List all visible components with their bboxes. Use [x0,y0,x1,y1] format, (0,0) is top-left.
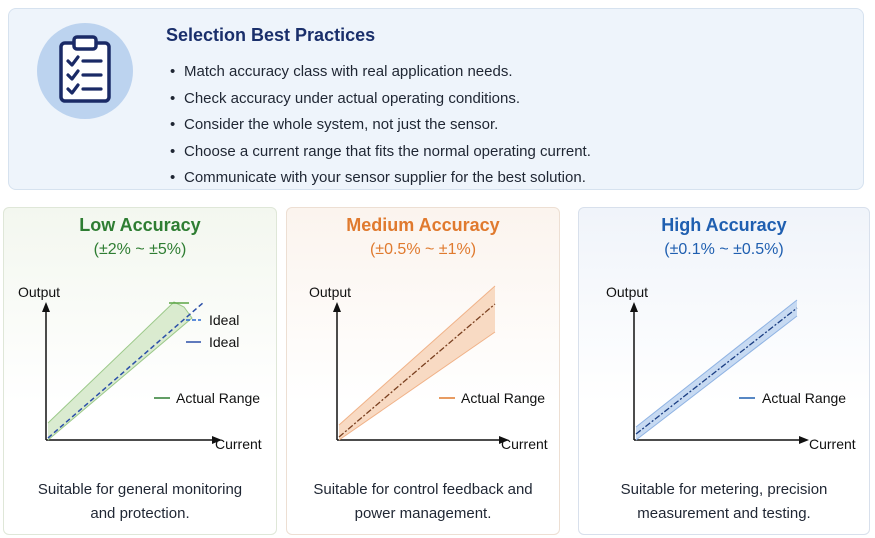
ideal-line [338,303,496,438]
x-axis-arrow [499,436,509,444]
card-description: Suitable for metering, precision measure… [589,478,859,526]
band-edge [635,299,798,428]
card-description-line: and protection. [90,505,190,522]
actual-range-band [339,286,495,440]
best-practices-panel: Selection Best Practices Match accuracy … [8,8,864,190]
card-range: (±2% ~ ±5%) [93,241,187,258]
legend-label: Actual Range [176,390,260,406]
y-axis-arrow [42,302,50,312]
band-edge [338,331,496,441]
high-accuracy-diagram: Output Current Actual Range [606,284,856,452]
card-description-line: power management. [354,505,492,522]
band-edge [338,285,496,426]
medium-accuracy-diagram: Output Current Actual Range [309,284,548,452]
card-title: Medium Accuracy [346,215,500,235]
card-title: High Accuracy [661,215,787,235]
y-axis-arrow [333,302,341,312]
card-description-line: Suitable for general monitoring [37,481,243,498]
legend-label: Ideal [209,334,239,350]
x-axis-arrow [799,436,809,444]
card-range: (±0.1% ~ ±0.5%) [664,241,784,258]
legend-label: Ideal [209,312,239,328]
actual-range-band [48,302,192,440]
ideal-line [47,301,205,439]
x-axis-arrow [212,436,222,444]
card-description-line: Suitable for control feedback and [313,481,533,498]
clipboard-checklist-icon [37,23,133,119]
x-axis-label: Current [809,436,856,452]
y-axis-label: Output [18,284,60,300]
low-accuracy-card: Low Accuracy (±2% ~ ±5%) Output Current … [3,207,277,535]
practice-item: Choose a current range that fits the nor… [170,139,591,166]
y-axis-arrow [630,302,638,312]
y-axis-label: Output [309,284,351,300]
high-accuracy-card: High Accuracy (±0.1% ~ ±0.5%) Output Cur… [578,207,870,535]
band-edge [635,315,798,441]
y-axis-label: Output [606,284,648,300]
card-description-line: Suitable for metering, precision [620,481,828,498]
practice-item: Check accuracy under actual operating co… [170,86,591,113]
card-description: Suitable for control feedback and power … [297,478,549,526]
medium-accuracy-card: Medium Accuracy (±0.5% ~ ±1%) Output Cur… [286,207,560,535]
actual-range-band [636,300,797,440]
practices-title: Selection Best Practices [166,25,376,45]
card-title: Low Accuracy [79,215,201,235]
card-description: Suitable for general monitoring and prot… [14,478,266,526]
practice-item: Match accuracy class with real applicati… [170,59,591,86]
low-accuracy-diagram: Output Current Ideal Ideal Actual Range [18,284,262,452]
legend-label: Actual Range [461,390,545,406]
actual-range-outline [47,301,193,441]
card-description-line: measurement and testing. [637,505,811,522]
practice-item: Consider the whole system, not just the … [170,112,591,139]
practices-list: Match accuracy class with real applicati… [170,59,591,192]
practice-item: Communicate with your sensor supplier fo… [170,165,591,192]
legend-label: Actual Range [762,390,846,406]
ideal-line [635,307,798,435]
x-axis-label: Current [501,436,548,452]
x-axis-label: Current [215,436,262,452]
card-range: (±0.5% ~ ±1%) [369,241,477,258]
